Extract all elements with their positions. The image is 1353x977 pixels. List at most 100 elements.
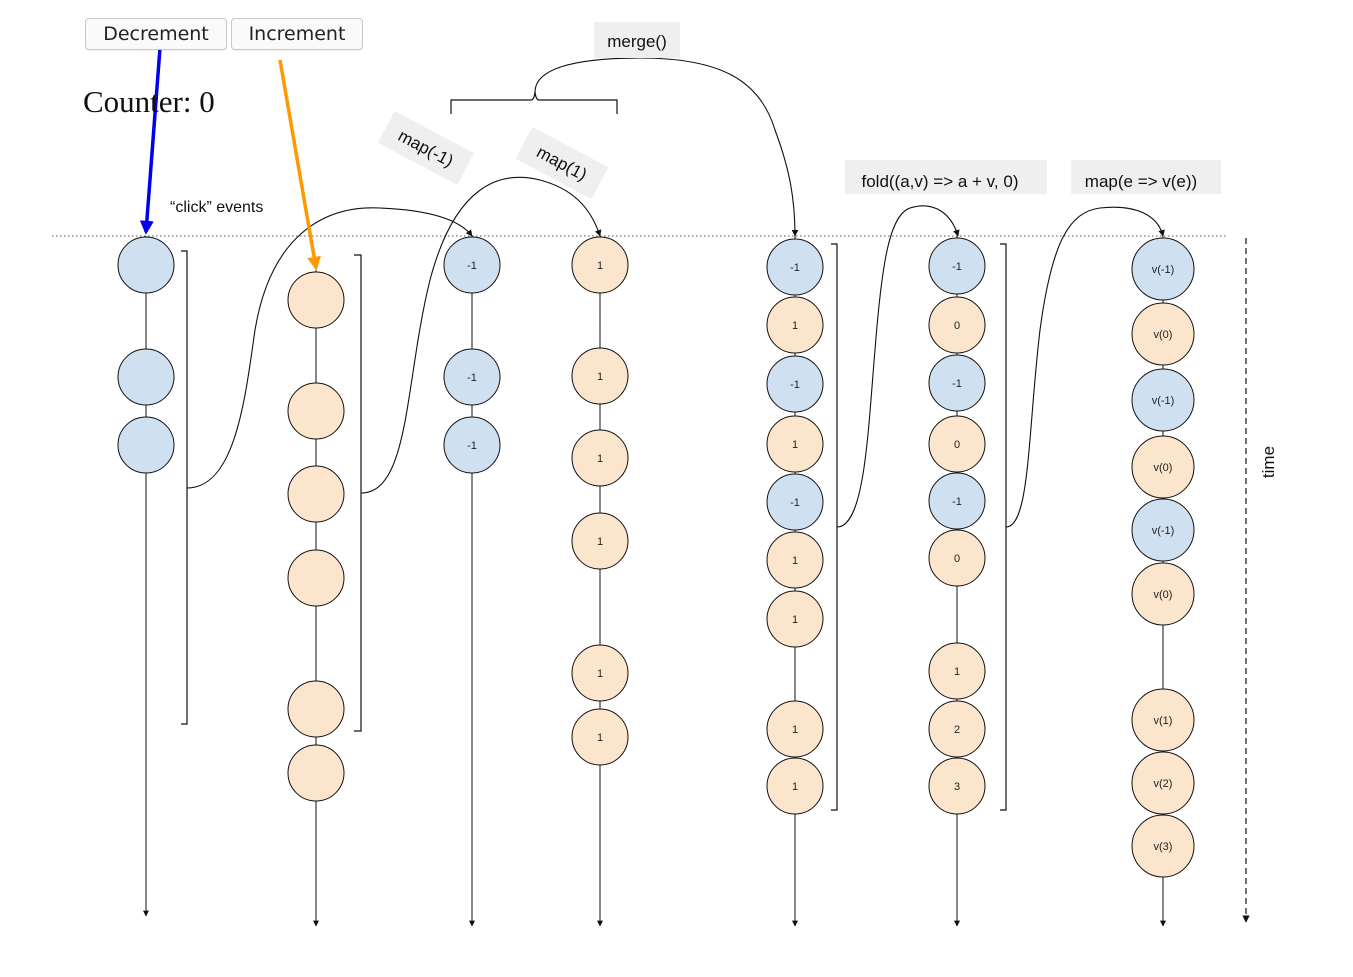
event-node: 0 (928, 415, 986, 473)
event-circle (443, 348, 501, 406)
event-circle (766, 590, 824, 648)
event-node: 1 (571, 708, 629, 766)
event-circle (443, 416, 501, 474)
event-node: v(1) (1131, 688, 1195, 752)
event-circle (1131, 814, 1195, 878)
event-circle (928, 354, 986, 412)
event-value: -1 (952, 378, 962, 390)
event-circle (928, 472, 986, 530)
event-value: -1 (467, 440, 477, 452)
event-value: v(-1) (1152, 395, 1175, 407)
event-circle (287, 744, 345, 802)
increment-button[interactable]: Increment (231, 18, 363, 50)
brace-merge (450, 91, 618, 114)
event-value: 1 (597, 536, 603, 548)
event-value: -1 (952, 496, 962, 508)
event-circle (766, 355, 824, 413)
event-node: v(-1) (1131, 498, 1195, 562)
event-circle (1131, 498, 1195, 562)
event-circle (928, 642, 986, 700)
event-value: 0 (954, 553, 960, 565)
event-node: 0 (928, 529, 986, 587)
event-node: -1 (766, 473, 824, 531)
event-value: 1 (597, 732, 603, 744)
event-circle (117, 416, 175, 474)
event-node: 1 (571, 644, 629, 702)
event-circle (117, 236, 175, 294)
event-value: -1 (790, 497, 800, 509)
curve-dec-to-map-neg (186, 207, 473, 489)
label-map-neg: map(-1) (377, 110, 475, 186)
event-circle (928, 296, 986, 354)
event-circle (766, 531, 824, 589)
event-node: 1 (571, 236, 629, 294)
event-value: v(3) (1154, 841, 1173, 853)
event-value: v(-1) (1152, 264, 1175, 276)
event-circle (766, 700, 824, 758)
event-circle (571, 644, 629, 702)
event-value: -1 (790, 379, 800, 391)
event-value: 1 (954, 666, 960, 678)
event-node (287, 680, 345, 738)
curve-merge (534, 57, 799, 237)
event-node: 1 (766, 296, 824, 354)
svg-text:map(e => v(e)): map(e => v(e)) (1085, 172, 1197, 191)
event-node (287, 744, 345, 802)
event-node: v(-1) (1131, 237, 1195, 301)
event-node (117, 348, 175, 406)
event-value: 1 (792, 439, 798, 451)
event-circle (928, 529, 986, 587)
decrement-button[interactable]: Decrement (85, 18, 227, 50)
svg-text:fold((a,v) => a + v, 0): fold((a,v) => a + v, 0) (861, 172, 1018, 191)
event-circle (571, 708, 629, 766)
event-node (287, 465, 345, 523)
curve-inc-to-map-pos (360, 176, 602, 494)
event-circle (287, 382, 345, 440)
event-circle (1131, 435, 1195, 499)
label-map-pos: map(1) (515, 126, 609, 200)
event-node: v(0) (1131, 302, 1195, 366)
event-circle (1131, 302, 1195, 366)
event-node: -1 (443, 236, 501, 294)
bracket-increment (354, 254, 362, 732)
event-node (117, 416, 175, 474)
event-circle (571, 429, 629, 487)
bracket-merged (831, 243, 838, 811)
label-fold: fold((a,v) => a + v, 0) (845, 160, 1047, 194)
event-node: v(0) (1131, 562, 1195, 626)
svg-text:merge(): merge() (607, 32, 667, 51)
event-circle (287, 465, 345, 523)
event-circle (287, 680, 345, 738)
event-circle (287, 271, 345, 329)
event-circle (766, 296, 824, 354)
event-circle (1131, 688, 1195, 752)
event-node: 0 (928, 296, 986, 354)
event-value: 1 (597, 668, 603, 680)
event-value: 1 (792, 724, 798, 736)
event-circle (571, 512, 629, 570)
event-node: -1 (443, 348, 501, 406)
event-circle (571, 236, 629, 294)
event-node: 1 (571, 512, 629, 570)
event-value: v(1) (1154, 715, 1173, 727)
event-node: 1 (766, 757, 824, 815)
event-node: 3 (928, 757, 986, 815)
event-value: 1 (792, 555, 798, 567)
event-node: v(2) (1131, 751, 1195, 815)
event-value: -1 (467, 260, 477, 272)
event-circle (1131, 368, 1195, 432)
event-value: 0 (954, 439, 960, 451)
event-node: -1 (766, 355, 824, 413)
arrow-increment (278, 59, 321, 271)
event-node (287, 549, 345, 607)
event-value: -1 (467, 372, 477, 384)
label-merge: merge() (594, 22, 680, 58)
event-circle (928, 700, 986, 758)
event-node (287, 271, 345, 329)
arrow-decrement (139, 47, 162, 235)
event-node (287, 382, 345, 440)
event-circle (928, 415, 986, 473)
event-circle (766, 415, 824, 473)
event-circle (1131, 562, 1195, 626)
